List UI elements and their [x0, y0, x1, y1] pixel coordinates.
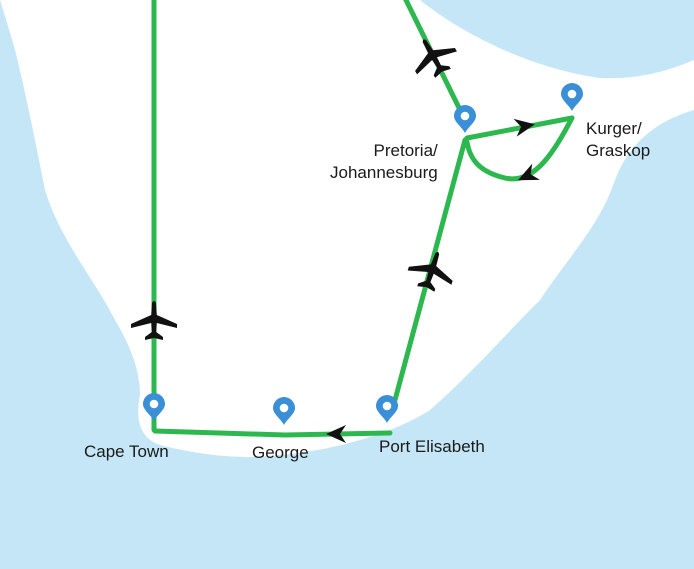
route-coastal — [152, 428, 393, 438]
label-pretoria: Pretoria/ Johannesburg — [330, 140, 438, 184]
label-pretoria-line2: Johannesburg — [330, 163, 438, 182]
label-port-elisabeth-text: Port Elisabeth — [379, 437, 485, 456]
label-port-elisabeth: Port Elisabeth — [379, 436, 485, 458]
label-george: George — [252, 442, 309, 464]
route-pretoria-to-kruger — [464, 115, 575, 141]
route-kruger-to-pretoria — [464, 115, 575, 182]
label-kruger: Kurger/ Graskop — [586, 118, 650, 162]
land-southern-africa — [0, 0, 694, 457]
label-cape-town-text: Cape Town — [84, 442, 169, 461]
label-kruger-line1: Kurger/ — [586, 119, 642, 138]
label-kruger-line2: Graskop — [586, 141, 651, 160]
label-pretoria-line1: Pretoria/ — [373, 141, 438, 160]
label-george-text: George — [252, 443, 309, 462]
label-cape-town: Cape Town — [84, 441, 169, 463]
